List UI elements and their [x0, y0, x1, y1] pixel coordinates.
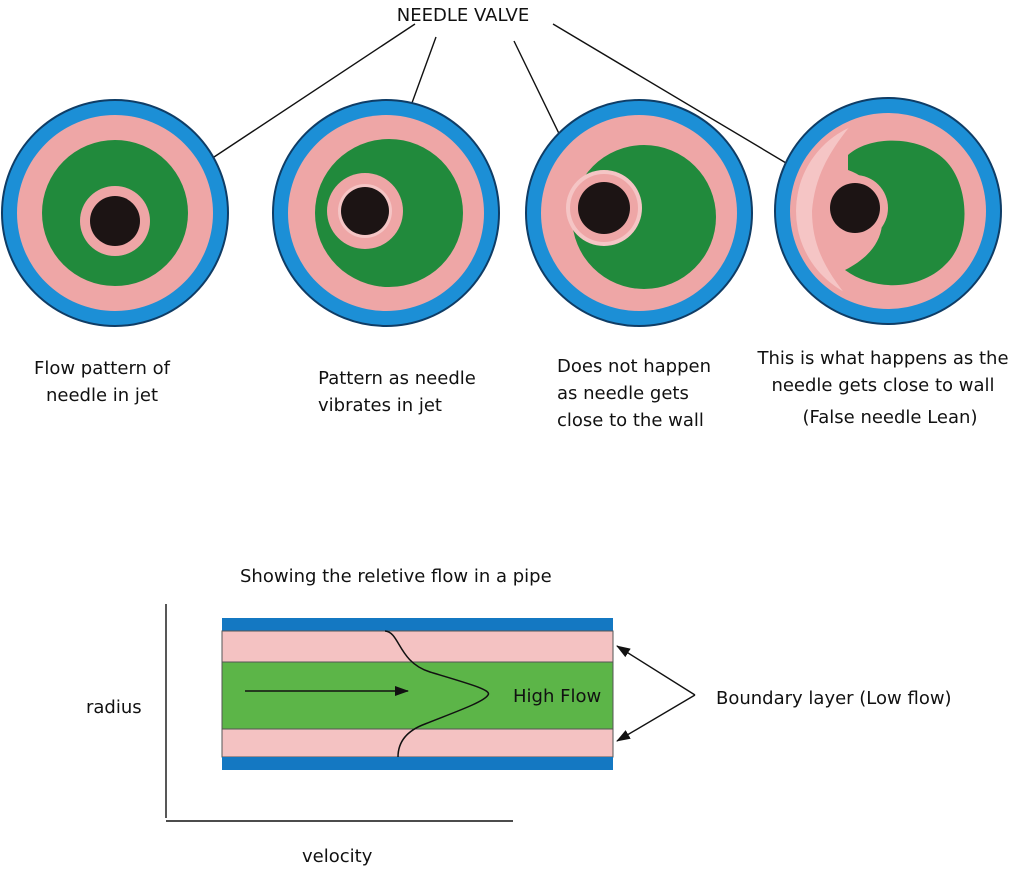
pipe-boundary-bottom — [221, 728, 614, 758]
cross-section-vibrating — [272, 99, 500, 327]
caption-3-line-3: close to the wall — [557, 410, 704, 431]
caption-4-line-3: (False needle Lean) — [803, 407, 978, 428]
pipe-diagram: High Flow — [221, 618, 614, 770]
cross-section-false-lean — [774, 97, 1002, 325]
needle — [578, 182, 630, 234]
needle — [341, 187, 389, 235]
pipe-boundary-top — [221, 630, 614, 663]
captions: Flow pattern of needle in jet Pattern as… — [34, 348, 1009, 431]
pointer-line-4 — [552, 23, 829, 189]
flow-region — [845, 140, 965, 286]
high-flow-label: High Flow — [513, 686, 601, 707]
cross-section-near-wall-incorrect — [525, 99, 753, 327]
caption-3-line-1: Does not happen — [557, 356, 711, 377]
caption-2-line-2: vibrates in jet — [318, 395, 442, 416]
boundary-arrow-top — [616, 645, 696, 696]
caption-1-line-2: needle in jet — [46, 385, 158, 406]
cross-section-centered — [1, 99, 229, 327]
pipe-wall-bottom — [222, 757, 613, 770]
boundary-layer-label: Boundary layer (Low flow) — [716, 688, 952, 709]
boundary-layer-annotation: Boundary layer (Low flow) — [616, 645, 952, 742]
pipe-wall-top — [222, 618, 613, 631]
caption-4-line-1: This is what happens as the — [756, 348, 1008, 369]
caption-2-line-1: Pattern as needle — [318, 368, 476, 389]
pipe-title: Showing the reletive flow in a pipe — [240, 566, 552, 587]
x-axis-label: velocity — [302, 846, 373, 867]
needle — [830, 183, 880, 233]
pipe-flow-region — [221, 661, 614, 730]
needle — [90, 196, 140, 246]
diagram-title: NEEDLE VALVE — [397, 5, 529, 26]
velocity-profile-curve — [384, 630, 490, 758]
caption-3-line-2: as needle gets — [557, 383, 689, 404]
caption-1-line-1: Flow pattern of — [34, 358, 171, 379]
axes: radius velocity — [86, 604, 513, 867]
boundary-arrow-bottom — [616, 694, 696, 742]
caption-4-line-2: needle gets close to wall — [771, 375, 994, 396]
y-axis-label: radius — [86, 697, 142, 718]
